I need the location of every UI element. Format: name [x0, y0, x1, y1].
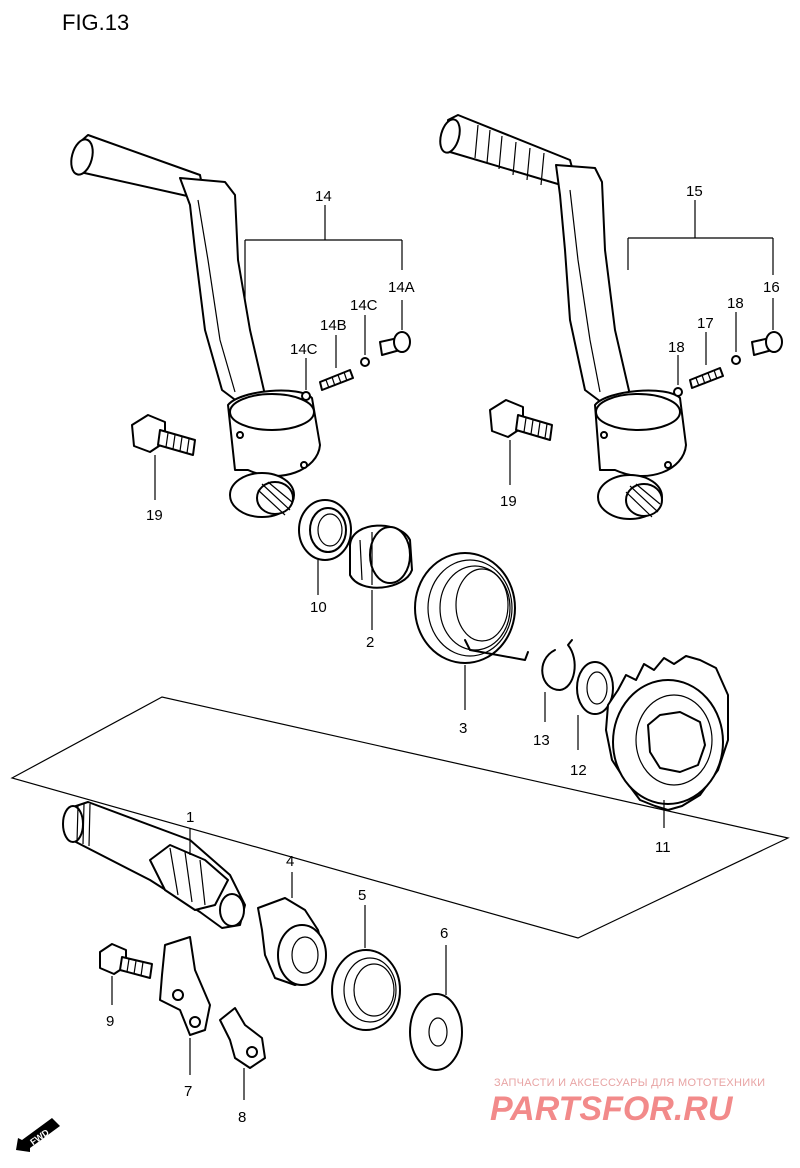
- label-9: 9: [106, 1013, 114, 1030]
- bolt-19-right: [489, 399, 553, 485]
- label-13: 13: [533, 732, 550, 749]
- assembly-plate-outline: [10, 696, 790, 939]
- bolt-9: [99, 943, 153, 1005]
- kick-lever-right: [439, 114, 687, 520]
- washer-6: [409, 945, 463, 1071]
- kick-lever-left: [70, 134, 321, 518]
- ball-18-lower: [673, 387, 683, 397]
- callout-bracket-15: [627, 200, 774, 385]
- label-3: 3: [459, 720, 467, 737]
- ball-14C-lower: [301, 391, 311, 401]
- label-19-left: 19: [146, 507, 163, 524]
- bolt-19-left: [131, 414, 196, 500]
- fwd-direction-badge: FWD: [16, 1118, 60, 1152]
- kick-gear-11: [605, 655, 729, 828]
- label-6: 6: [440, 925, 448, 942]
- label-7: 7: [184, 1083, 192, 1100]
- label-14B: 14B: [320, 317, 347, 334]
- watermark-brand: PARTSFOR.RU: [490, 1090, 734, 1128]
- label-18-upper: 18: [727, 295, 744, 312]
- bolt-16: [751, 331, 783, 356]
- oil-seal-10: [298, 499, 352, 595]
- guide-plate-8: [219, 1007, 266, 1100]
- ball-18-upper: [731, 355, 741, 365]
- label-1: 1: [186, 809, 194, 826]
- label-18-lower: 18: [668, 339, 685, 356]
- label-14C-upper: 14C: [350, 297, 378, 314]
- spring-14B: [319, 369, 354, 391]
- label-19-right: 19: [500, 493, 517, 510]
- label-2: 2: [366, 634, 374, 651]
- circlip-13: [541, 639, 576, 722]
- callout-bracket-14: [244, 205, 403, 390]
- watermark-tagline: ЗАПЧАСТИ И АКСЕССУАРЫ ДЛЯ МОТОТЕХНИКИ: [494, 1077, 765, 1089]
- label-10: 10: [310, 599, 327, 616]
- spring-17: [689, 367, 724, 389]
- ratchet-spring-5: [331, 905, 401, 1031]
- label-14C-lower: 14C: [290, 341, 318, 358]
- label-5: 5: [358, 887, 366, 904]
- label-12: 12: [570, 762, 587, 779]
- bolt-14A: [379, 331, 411, 356]
- label-14A: 14A: [388, 279, 415, 296]
- ratchet-4: [257, 872, 327, 986]
- kick-shaft-1: [62, 801, 246, 929]
- label-14: 14: [315, 188, 332, 205]
- label-11: 11: [655, 839, 671, 856]
- label-4: 4: [286, 853, 294, 870]
- guide-2: [349, 524, 413, 630]
- label-17: 17: [697, 315, 714, 332]
- stopper-plate-7: [159, 936, 211, 1075]
- label-16: 16: [763, 279, 780, 296]
- label-8: 8: [238, 1109, 246, 1126]
- washer-12: [576, 661, 614, 750]
- figure-title: FIG.13: [62, 10, 129, 35]
- label-15: 15: [686, 183, 703, 200]
- ball-14C-upper: [360, 357, 370, 367]
- return-spring-3: [414, 552, 529, 710]
